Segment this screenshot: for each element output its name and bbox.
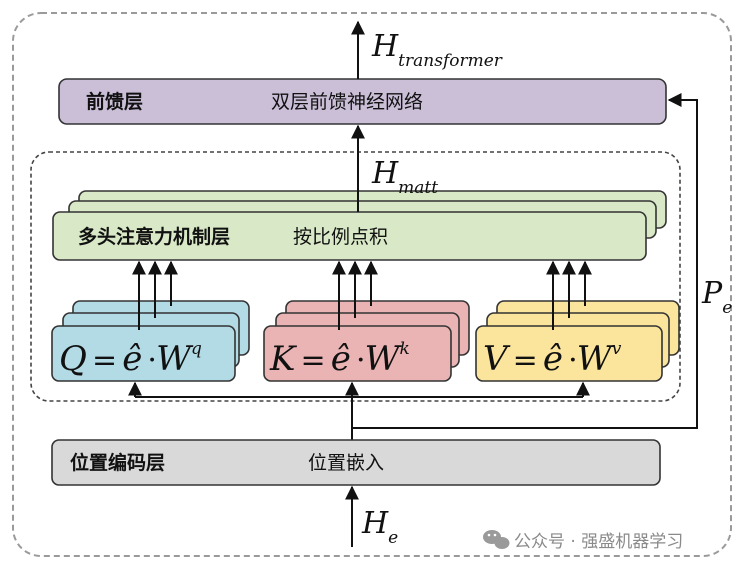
wechat-icon — [483, 530, 510, 549]
ffn-layer: 前馈层 双层前馈神经网络 — [58, 78, 667, 125]
attention-desc: 按比例点积 — [293, 226, 388, 248]
v-stack: V = ê · Wv — [475, 300, 680, 382]
attention-name: 多头注意力机制层 — [78, 225, 230, 248]
attention-stack: 多头注意力机制层 按比例点积 — [52, 190, 667, 261]
pe-label: Pe — [701, 276, 732, 318]
watermark-text: 公众号 · 强盛机器学习 — [514, 532, 683, 552]
distribution-arrows — [128, 381, 590, 440]
position-name: 位置编码层 — [70, 451, 165, 474]
watermark: 公众号 · 强盛机器学习 — [483, 530, 683, 552]
position-layer: 位置编码层 位置嵌入 — [51, 439, 661, 486]
h-e-label: He — [361, 506, 398, 548]
qkv-arrows — [132, 260, 592, 330]
ffn-name: 前馈层 — [86, 90, 143, 113]
h-matt-label: Hmatt — [371, 156, 438, 198]
outer-frame — [12, 12, 732, 557]
h-transformer-label: Htransformer — [371, 29, 503, 71]
q-formula: Q = ê · Wq — [59, 339, 202, 379]
q-stack: Q = ê · Wq — [51, 300, 250, 382]
v-formula: V = ê · Wv — [483, 339, 622, 379]
k-stack: K = ê · Wk — [263, 300, 470, 382]
pe-skip-arrow — [352, 93, 698, 429]
k-formula: K = ê · Wk — [269, 339, 410, 379]
position-desc: 位置嵌入 — [308, 452, 384, 474]
ffn-desc: 双层前馈神经网络 — [271, 91, 423, 113]
